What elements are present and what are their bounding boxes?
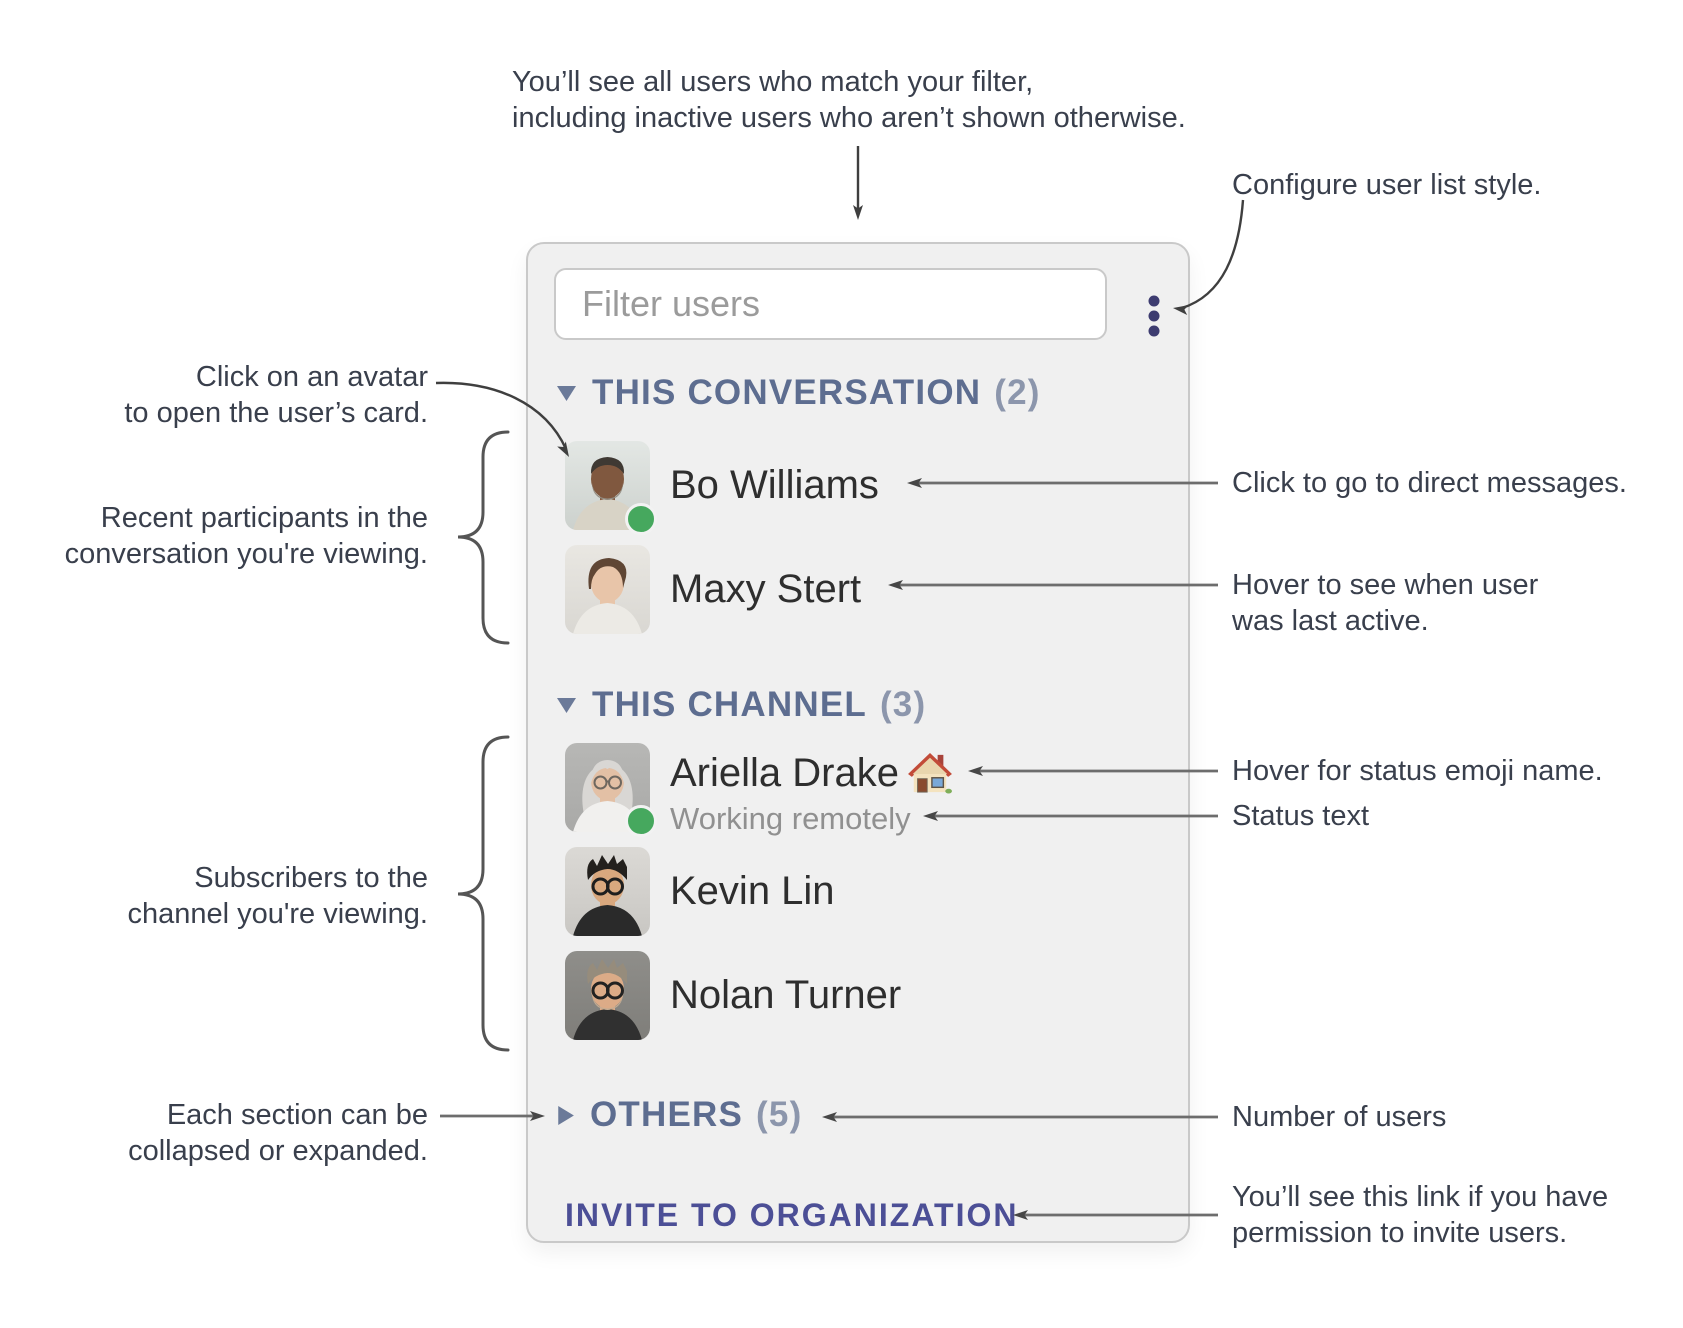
filter-users-input[interactable] (554, 268, 1107, 340)
user-row-maxy-stert[interactable]: Maxy Stert (565, 545, 1165, 634)
presence-dot-online (625, 503, 657, 535)
user-status-text: Working remotely (670, 801, 911, 836)
section-label: THIS CONVERSATION (592, 373, 982, 412)
collapse-note: Each section can be collapsed or expande… (128, 1099, 428, 1167)
house-status-emoji-icon (908, 752, 952, 794)
section-this-channel[interactable]: THIS CHANNEL (3) (557, 681, 926, 729)
section-label: THIS CHANNEL (592, 685, 867, 724)
configure-note: Configure user list style. (1232, 169, 1542, 201)
avatar-nolan-turner[interactable] (565, 951, 650, 1040)
section-others[interactable]: OTHERS (5) (557, 1091, 802, 1139)
section-count: (2) (994, 373, 1041, 412)
user-name[interactable]: Ariella Drake (670, 747, 952, 799)
user-name[interactable]: Bo Williams (670, 463, 879, 507)
user-list-panel: THIS CONVERSATION (2) Bo Williams Maxy S… (526, 242, 1190, 1243)
filter-note: You’ll see all users who match your filt… (512, 66, 1186, 134)
section-count: (5) (756, 1095, 803, 1134)
subscribers-note: Subscribers to the channel you're viewin… (127, 862, 428, 930)
avatar-ariella-drake[interactable] (565, 743, 650, 832)
avatar-bo-williams[interactable] (565, 441, 650, 530)
section-count: (3) (879, 685, 927, 724)
user-name[interactable]: Maxy Stert (670, 567, 862, 611)
user-name[interactable]: Nolan Turner (670, 973, 902, 1017)
count-note: Number of users (1232, 1101, 1447, 1133)
dm-note: Click to go to direct messages. (1232, 467, 1627, 499)
collapse-triangle-icon[interactable] (557, 697, 576, 714)
user-row-kevin-lin[interactable]: Kevin Lin (565, 847, 1165, 936)
status-text-note: Status text (1232, 800, 1370, 832)
user-row-nolan-turner[interactable]: Nolan Turner (565, 951, 1165, 1040)
avatar-note: Click on an avatar to open the user’s ca… (124, 361, 428, 429)
avatar-maxy-stert[interactable] (565, 545, 650, 634)
participants-note: Recent participants in the conversation … (64, 502, 428, 570)
status-emoji-note: Hover for status emoji name. (1232, 755, 1603, 787)
avatar-kevin-lin[interactable] (565, 847, 650, 936)
user-row-bo-williams[interactable]: Bo Williams (565, 441, 1165, 535)
presence-dot-online (625, 805, 657, 837)
invite-note: You’ll see this link if you have permiss… (1232, 1181, 1609, 1249)
invite-to-organization-link[interactable]: INVITE TO ORGANIZATION (565, 1196, 1019, 1233)
kebab-menu-icon[interactable] (1143, 287, 1165, 367)
collapsed-triangle-icon[interactable] (557, 1105, 574, 1125)
section-label: OTHERS (590, 1095, 744, 1134)
collapse-triangle-icon[interactable] (557, 385, 576, 402)
user-name[interactable]: Kevin Lin (670, 869, 835, 913)
user-row-ariella-drake[interactable]: Ariella Drake Working remotely (565, 743, 1165, 837)
section-this-conversation[interactable]: THIS CONVERSATION (2) (557, 369, 1041, 417)
last-active-note: Hover to see when user was last active. (1232, 569, 1539, 637)
